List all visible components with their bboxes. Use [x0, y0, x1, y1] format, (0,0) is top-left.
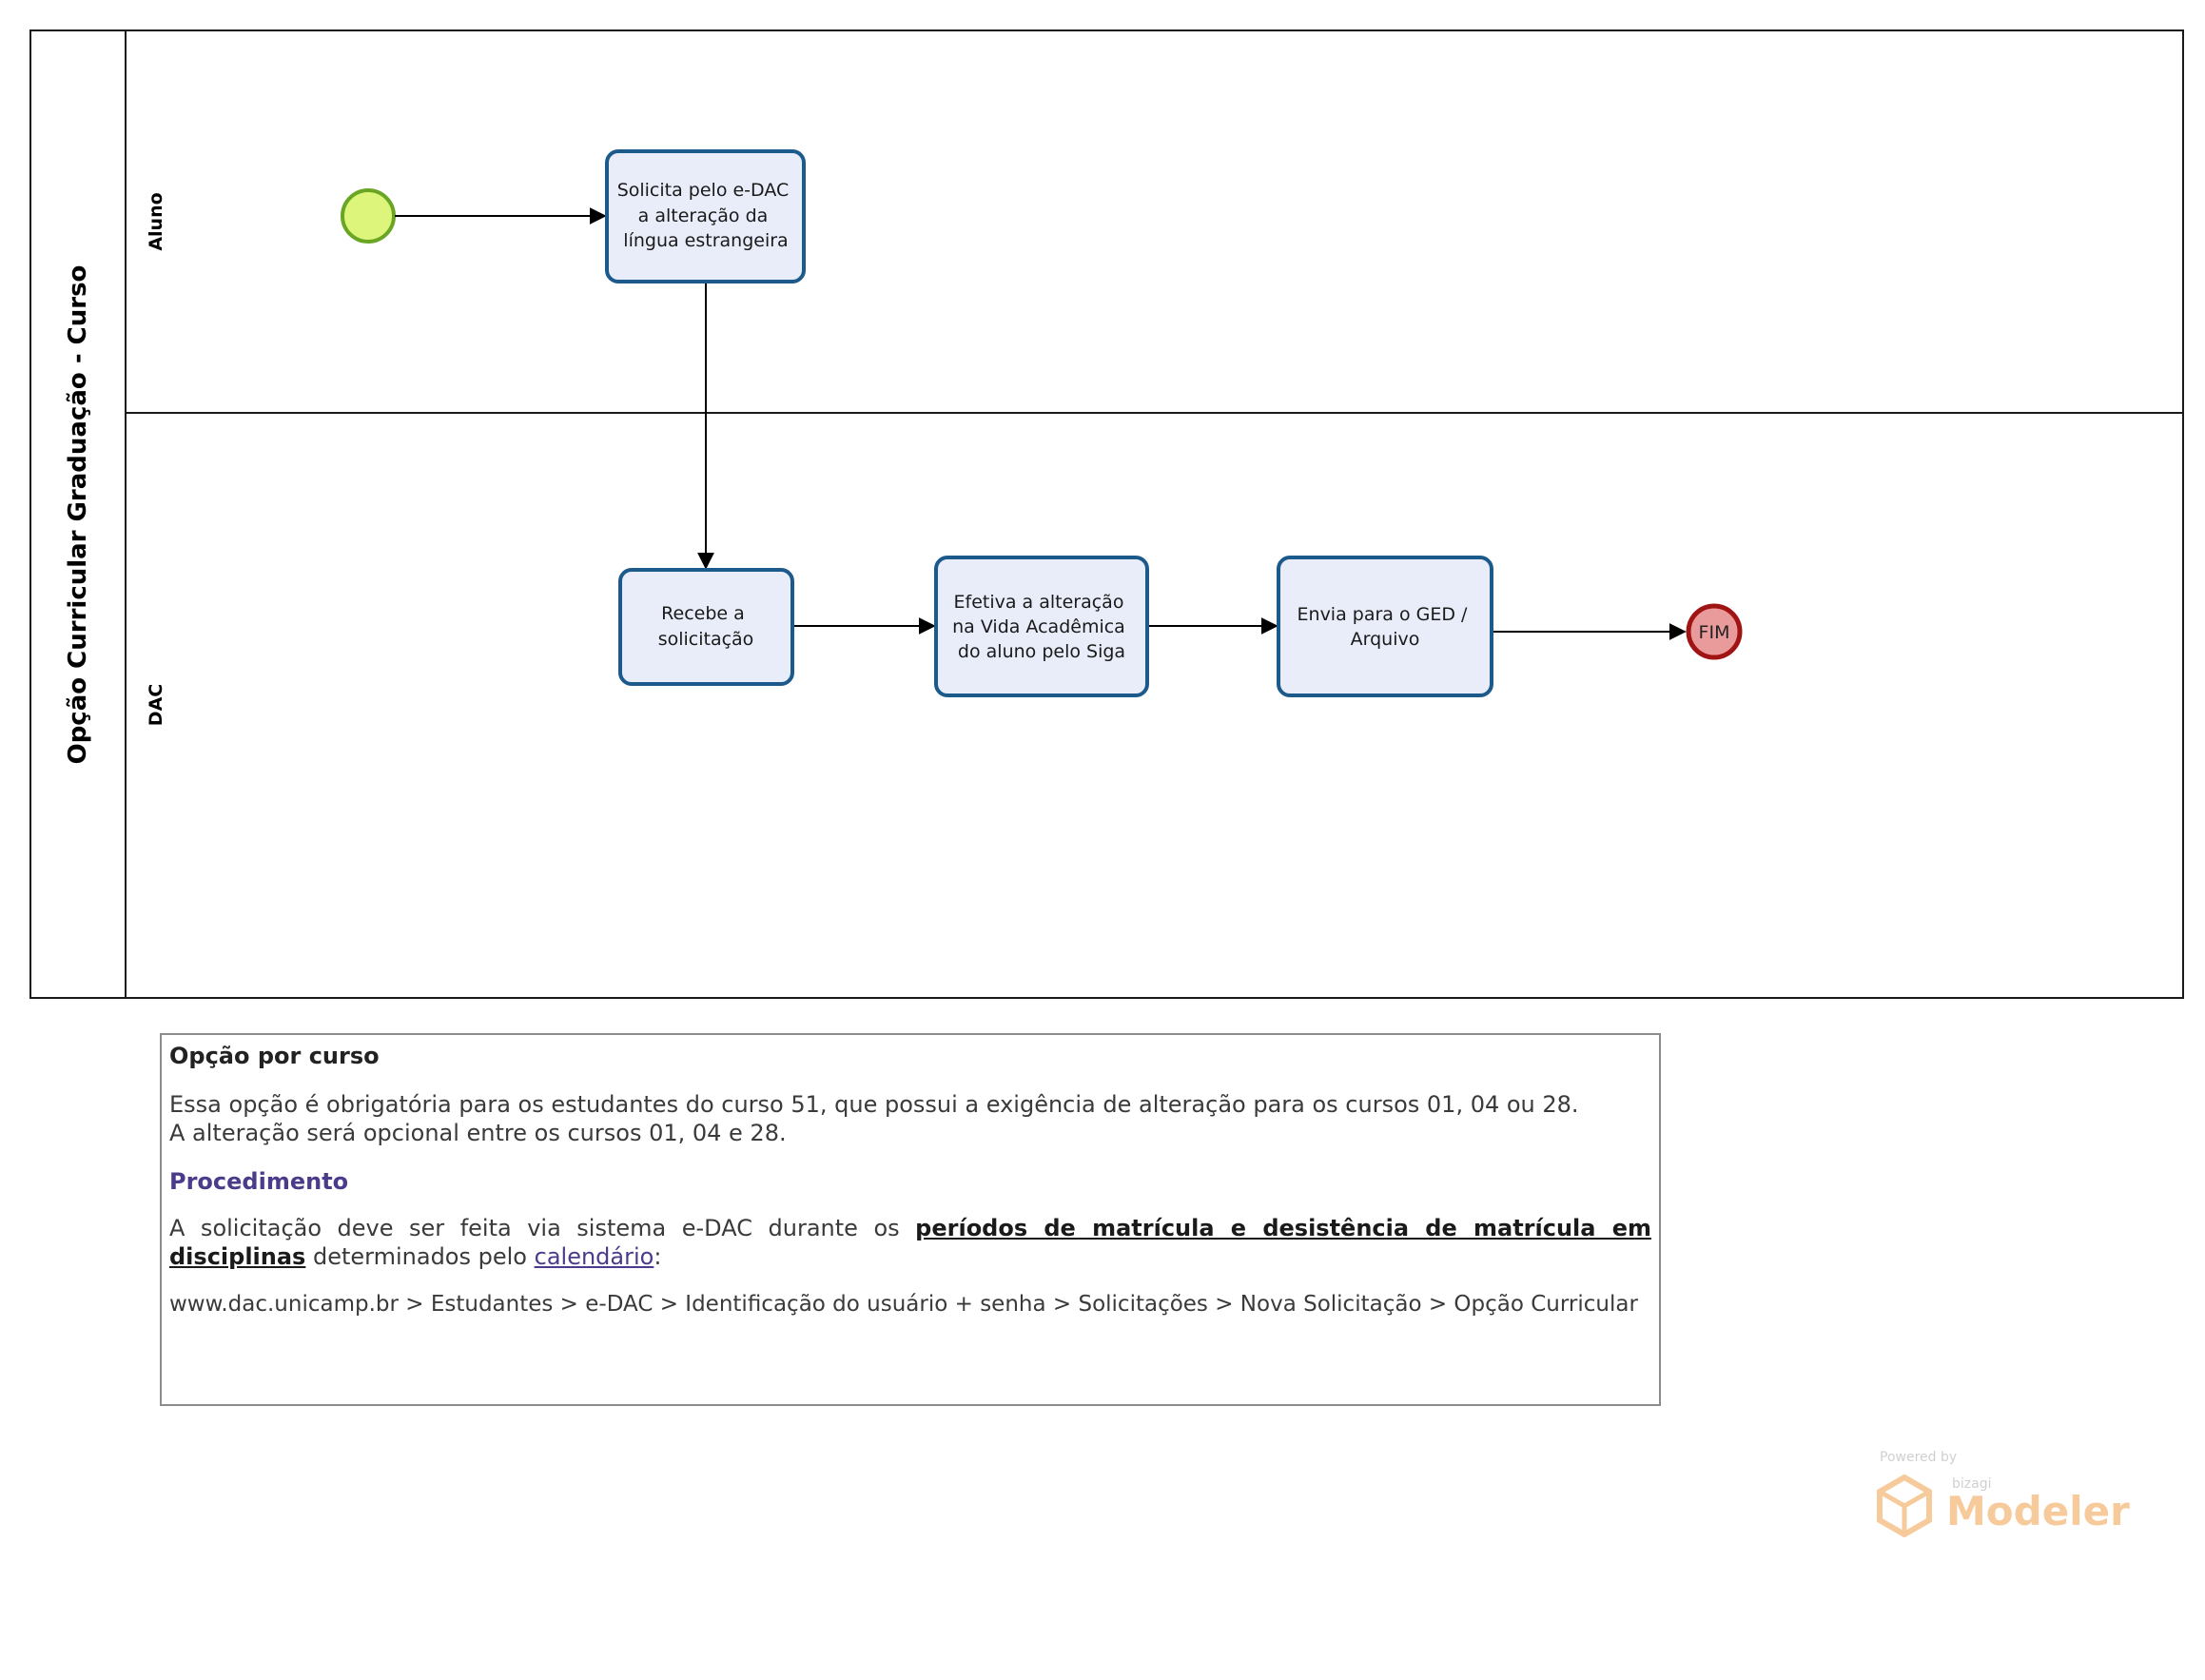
procedure-text: A solicitação deve ser feita via sistema… — [169, 1214, 1651, 1271]
watermark-brand: bizagi — [1952, 1476, 1992, 1492]
bizagi-logo-icon — [1877, 1475, 1932, 1537]
task-envia[interactable]: Envia para o GED / Arquivo — [1277, 556, 1493, 697]
lane-label-dac: DAC — [146, 684, 166, 726]
navigation-path: www.dac.unicamp.br > Estudantes > e-DAC … — [169, 1292, 1638, 1317]
end-event-label: FIM — [1699, 622, 1730, 643]
procedure-title: Procedimento — [169, 1168, 349, 1195]
annotation-description: Essa opção é obrigatória para os estudan… — [169, 1090, 1651, 1147]
watermark-powered: Powered by — [1880, 1450, 1958, 1465]
task-recebe[interactable]: Recebe a solicitação — [618, 568, 794, 686]
task-efetiva-label: Efetiva a alteração na Vida Acadêmica do… — [952, 592, 1131, 662]
task-efetiva[interactable]: Efetiva a alteração na Vida Acadêmica do… — [934, 556, 1149, 697]
task-envia-label: Envia para o GED / Arquivo — [1298, 604, 1473, 650]
pool-title: Opção Curricular Graduação - Curso — [64, 265, 92, 765]
lane-label-aluno: Aluno — [146, 192, 166, 250]
annotation-title: Opção por curso — [169, 1043, 380, 1069]
procedure-suffix: : — [654, 1243, 662, 1270]
annotation-box: Opção por curso Essa opção é obrigatória… — [160, 1033, 1661, 1406]
bizagi-watermark: Powered by bizagi Modeler — [1872, 1450, 2130, 1541]
watermark-product: Modeler — [1946, 1488, 2130, 1534]
procedure-middle: determinados pelo — [312, 1243, 527, 1270]
task-recebe-label: Recebe a solicitação — [658, 603, 754, 650]
start-event[interactable] — [341, 188, 396, 244]
end-event[interactable]: FIM — [1686, 603, 1743, 660]
procedure-periods[interactable]: períodos de matrícula e desistência de m… — [169, 1215, 1652, 1270]
annotation-line-1: Essa opção é obrigatória para os estudan… — [169, 1091, 1579, 1118]
procedure-prefix: A solicitação deve ser feita via sistema… — [169, 1215, 900, 1241]
annotation-line-2: A alteração será opcional entre os curso… — [169, 1120, 787, 1146]
pool — [29, 29, 2184, 999]
calendar-link[interactable]: calendário — [534, 1243, 654, 1270]
task-solicita-label: Solicita pelo e-DAC a alteração da língu… — [617, 180, 795, 251]
task-solicita[interactable]: Solicita pelo e-DAC a alteração da língu… — [605, 149, 806, 283]
